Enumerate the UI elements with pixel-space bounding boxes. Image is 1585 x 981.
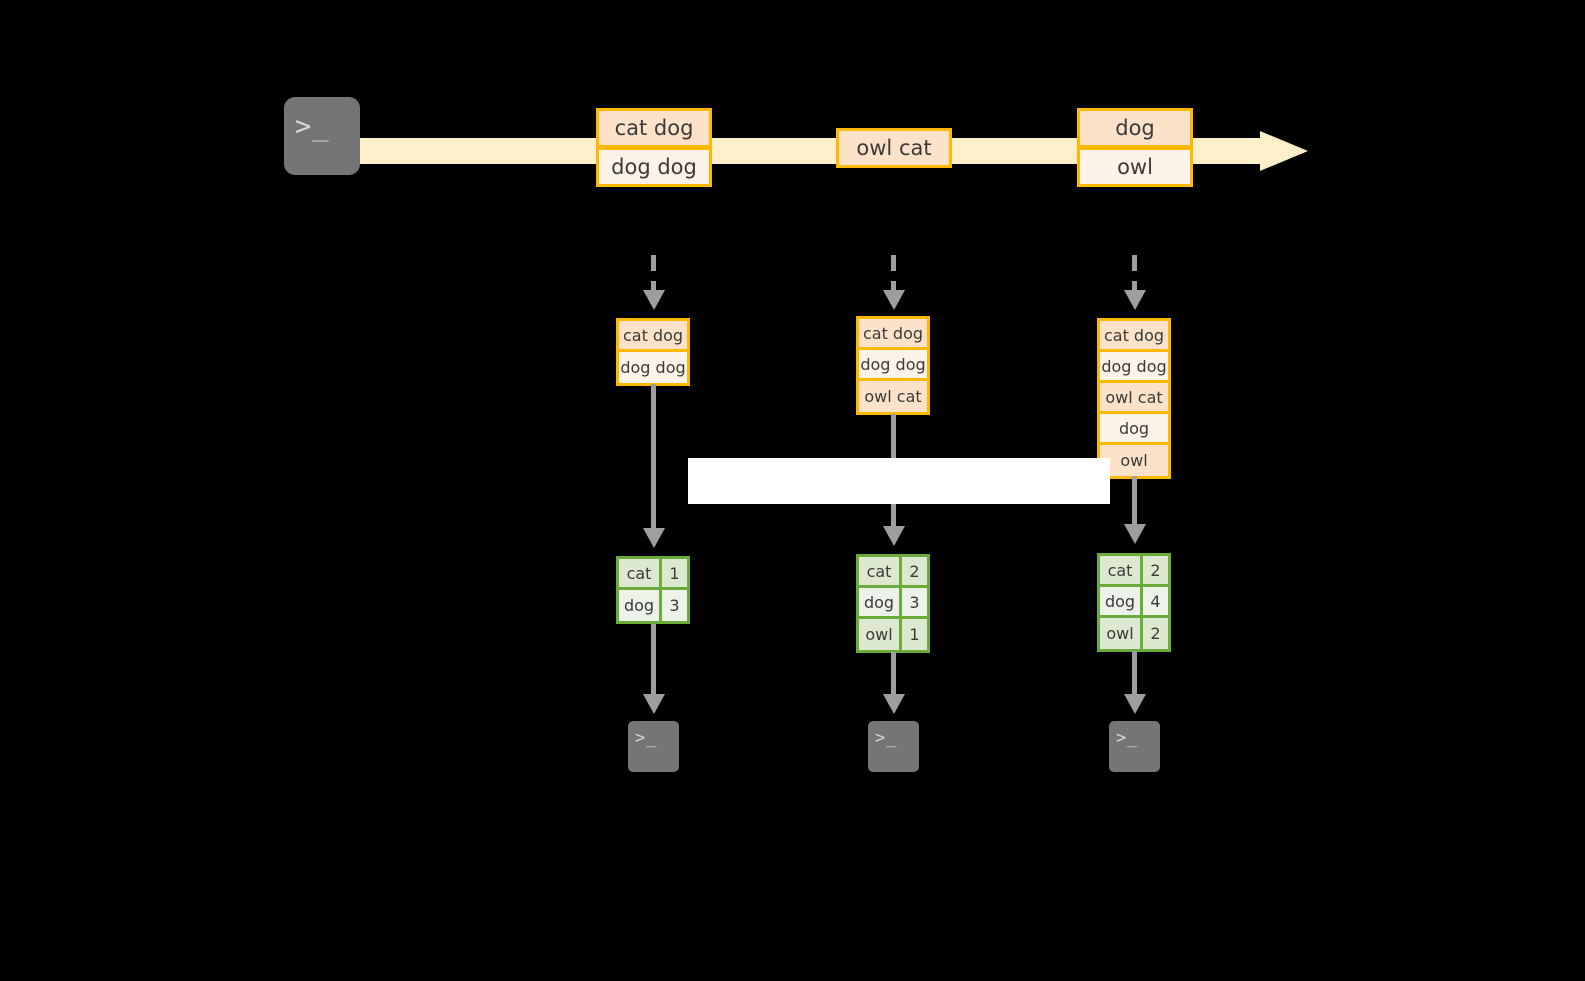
stack-row: owl cat <box>1100 383 1168 414</box>
stack-row-text: owl cat <box>864 387 922 406</box>
table-cell-count: 1 <box>902 619 927 650</box>
table-cell-count: 2 <box>902 557 927 585</box>
terminal-prompt-glyph: >_ <box>295 111 330 142</box>
snapshot3-input-stack: cat dog dog dog owl cat dog owl <box>1097 318 1171 479</box>
snapshot3-sink-connector <box>1132 651 1137 696</box>
snapshot2-result-table: cat 2 dog 3 owl 1 <box>856 554 930 653</box>
table-cell-word: dog <box>859 588 902 616</box>
snapshot1-sink-connector <box>651 624 656 696</box>
stack-row-text: dog dog <box>1101 356 1167 376</box>
stack-row-text: owl cat <box>1105 387 1163 407</box>
snapshot3-query-connector <box>1132 476 1137 526</box>
snapshot3-dashed-arrowhead <box>1124 290 1146 310</box>
stack-row: dog dog <box>1100 352 1168 383</box>
terminal-prompt-glyph: >_ <box>635 728 657 748</box>
snapshot3-sink-arrowhead <box>1124 694 1146 714</box>
stack-row: dog <box>1100 414 1168 445</box>
snapshot1-sink-terminal-icon: >_ <box>618 711 689 782</box>
record-text: owl <box>1117 155 1153 179</box>
table-row: dog 3 <box>619 590 687 621</box>
snapshot3-query-arrowhead <box>1124 524 1146 544</box>
snapshot3-result-table: cat 2 dog 4 owl 2 <box>1097 553 1171 652</box>
snapshot2-query-arrowhead <box>883 526 905 546</box>
snapshot1-dashed-connector <box>651 255 656 293</box>
table-cell-word: cat <box>1100 556 1143 584</box>
stack-row-text: dog dog <box>860 354 926 374</box>
snapshot2-input-stack: cat dog dog dog owl cat <box>856 316 930 415</box>
stream-arrow-head <box>1260 131 1308 171</box>
table-row: cat 2 <box>1100 556 1168 587</box>
table-cell-count: 2 <box>1143 618 1168 649</box>
snapshot3-dashed-connector <box>1132 255 1137 293</box>
stack-row: dog dog <box>859 350 927 381</box>
stack-row-text: dog dog <box>620 358 686 377</box>
record-text: owl cat <box>856 136 932 160</box>
stack-row: cat dog <box>859 319 927 350</box>
snapshot1-sink-arrowhead <box>643 694 665 714</box>
stream-record-dog: dog <box>1077 108 1193 148</box>
stack-row: cat dog <box>619 321 687 352</box>
stream-record-dog-dog: dog dog <box>596 147 712 187</box>
table-cell-word: owl <box>1100 618 1143 649</box>
table-cell-count: 2 <box>1143 556 1168 584</box>
record-text: cat dog <box>614 116 694 140</box>
stack-row: dog dog <box>619 352 687 383</box>
table-row: owl 1 <box>859 619 927 650</box>
table-row: cat 1 <box>619 559 687 590</box>
snapshot1-query-connector <box>651 384 656 530</box>
snapshot1-dashed-arrowhead <box>643 290 665 310</box>
snapshot1-result-table: cat 1 dog 3 <box>616 556 690 624</box>
snapshot1-query-arrowhead <box>643 528 665 548</box>
table-cell-word: dog <box>619 590 662 621</box>
table-cell-count: 4 <box>1143 587 1168 615</box>
record-text: dog dog <box>611 155 697 179</box>
stream-record-owl-cat: owl cat <box>836 128 952 168</box>
stack-row: owl cat <box>859 381 927 412</box>
stack-row-text: owl <box>1120 451 1148 470</box>
table-cell-word: dog <box>1100 587 1143 615</box>
table-cell-count: 3 <box>902 588 927 616</box>
table-cell-count: 1 <box>662 559 687 587</box>
stream-record-owl: owl <box>1077 147 1193 187</box>
stack-row: cat dog <box>1100 321 1168 352</box>
query-label: word count query <box>778 465 1020 497</box>
snapshot2-sink-connector <box>891 652 896 696</box>
table-row: dog 3 <box>859 588 927 619</box>
snapshot2-sink-arrowhead <box>883 694 905 714</box>
snapshot2-sink-terminal-icon: >_ <box>858 711 929 782</box>
snapshot3-sink-terminal-icon: >_ <box>1099 711 1170 782</box>
terminal-prompt-glyph: >_ <box>875 728 897 748</box>
stack-row-text: cat dog <box>862 323 924 343</box>
source-terminal-icon: >_ <box>269 82 375 190</box>
table-cell-word: owl <box>859 619 902 650</box>
query-band: word count query <box>688 458 1110 504</box>
table-row: owl 2 <box>1100 618 1168 649</box>
snapshot1-input-stack: cat dog dog dog <box>616 318 690 386</box>
stack-row-text: cat dog <box>1103 325 1165 345</box>
terminal-prompt-glyph: >_ <box>1116 728 1138 748</box>
snapshot2-dashed-connector <box>891 255 896 293</box>
table-cell-word: cat <box>859 557 902 585</box>
record-text: dog <box>1115 116 1155 140</box>
stream-record-cat-dog: cat dog <box>596 108 712 148</box>
table-cell-count: 3 <box>662 590 687 621</box>
stack-row-text: cat dog <box>622 325 684 345</box>
snapshot2-dashed-arrowhead <box>883 290 905 310</box>
table-row: dog 4 <box>1100 587 1168 618</box>
table-row: cat 2 <box>859 557 927 588</box>
stack-row-text: dog <box>1118 418 1150 438</box>
table-cell-word: cat <box>619 559 662 587</box>
stack-row: owl <box>1100 445 1168 476</box>
